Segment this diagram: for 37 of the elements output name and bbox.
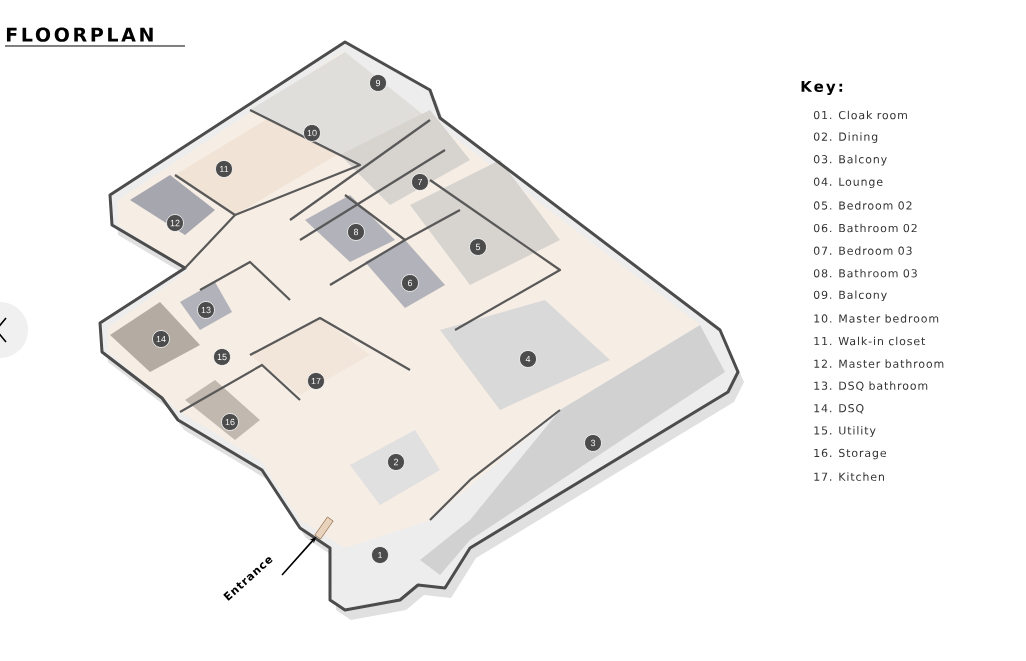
key-item: 07. Bedroom 03 [813, 246, 912, 255]
key-item: 03. Balcony [813, 154, 887, 166]
callout-number: 9 [369, 74, 387, 92]
callout-number: 12 [166, 214, 184, 232]
callout-number: 15 [213, 348, 231, 366]
callout-number: 17 [307, 372, 325, 390]
key-item: 12. Master bathroom [814, 359, 944, 368]
key-item: 16. Storage [814, 448, 886, 460]
key-item: 11. Walk-in closet [814, 336, 926, 346]
callout-number: 13 [197, 301, 215, 319]
key-item: 13. DSQ bathroom [814, 381, 928, 392]
callout-number: 6 [401, 274, 419, 292]
key-item: 01. Cloak room [813, 110, 907, 120]
key-item: 09. Balcony [813, 290, 887, 302]
callout-number: 14 [152, 330, 170, 348]
key-item: 06. Bathroom 02 [813, 223, 917, 233]
callout-number: 3 [584, 434, 602, 452]
title: FLOORPLAN [6, 27, 153, 42]
callout-number: 4 [519, 350, 537, 368]
callout-number: 16 [221, 413, 239, 431]
callout-number: 8 [347, 223, 365, 241]
callout-number: 1 [371, 546, 389, 564]
key-heading: Key: [801, 80, 843, 96]
key-item: 02. Dining [813, 132, 878, 143]
callout-number: 7 [411, 173, 429, 191]
key-item: 14. DSQ [814, 404, 864, 414]
callout-number: 2 [387, 453, 405, 471]
callout-number: 11 [215, 160, 233, 178]
key-item: 05. Bedroom 02 [813, 201, 912, 210]
callout-number: 10 [303, 124, 321, 142]
entrance-door [314, 516, 334, 540]
key-item: 08. Bathroom 03 [813, 268, 917, 278]
key-item: 10. Master bedroom [814, 314, 939, 323]
key-item: 04. Lounge [813, 177, 883, 188]
key-item: 15. Utility [814, 426, 876, 437]
key-item: 17. Kitchen [814, 472, 884, 481]
callout-number: 5 [469, 238, 487, 256]
